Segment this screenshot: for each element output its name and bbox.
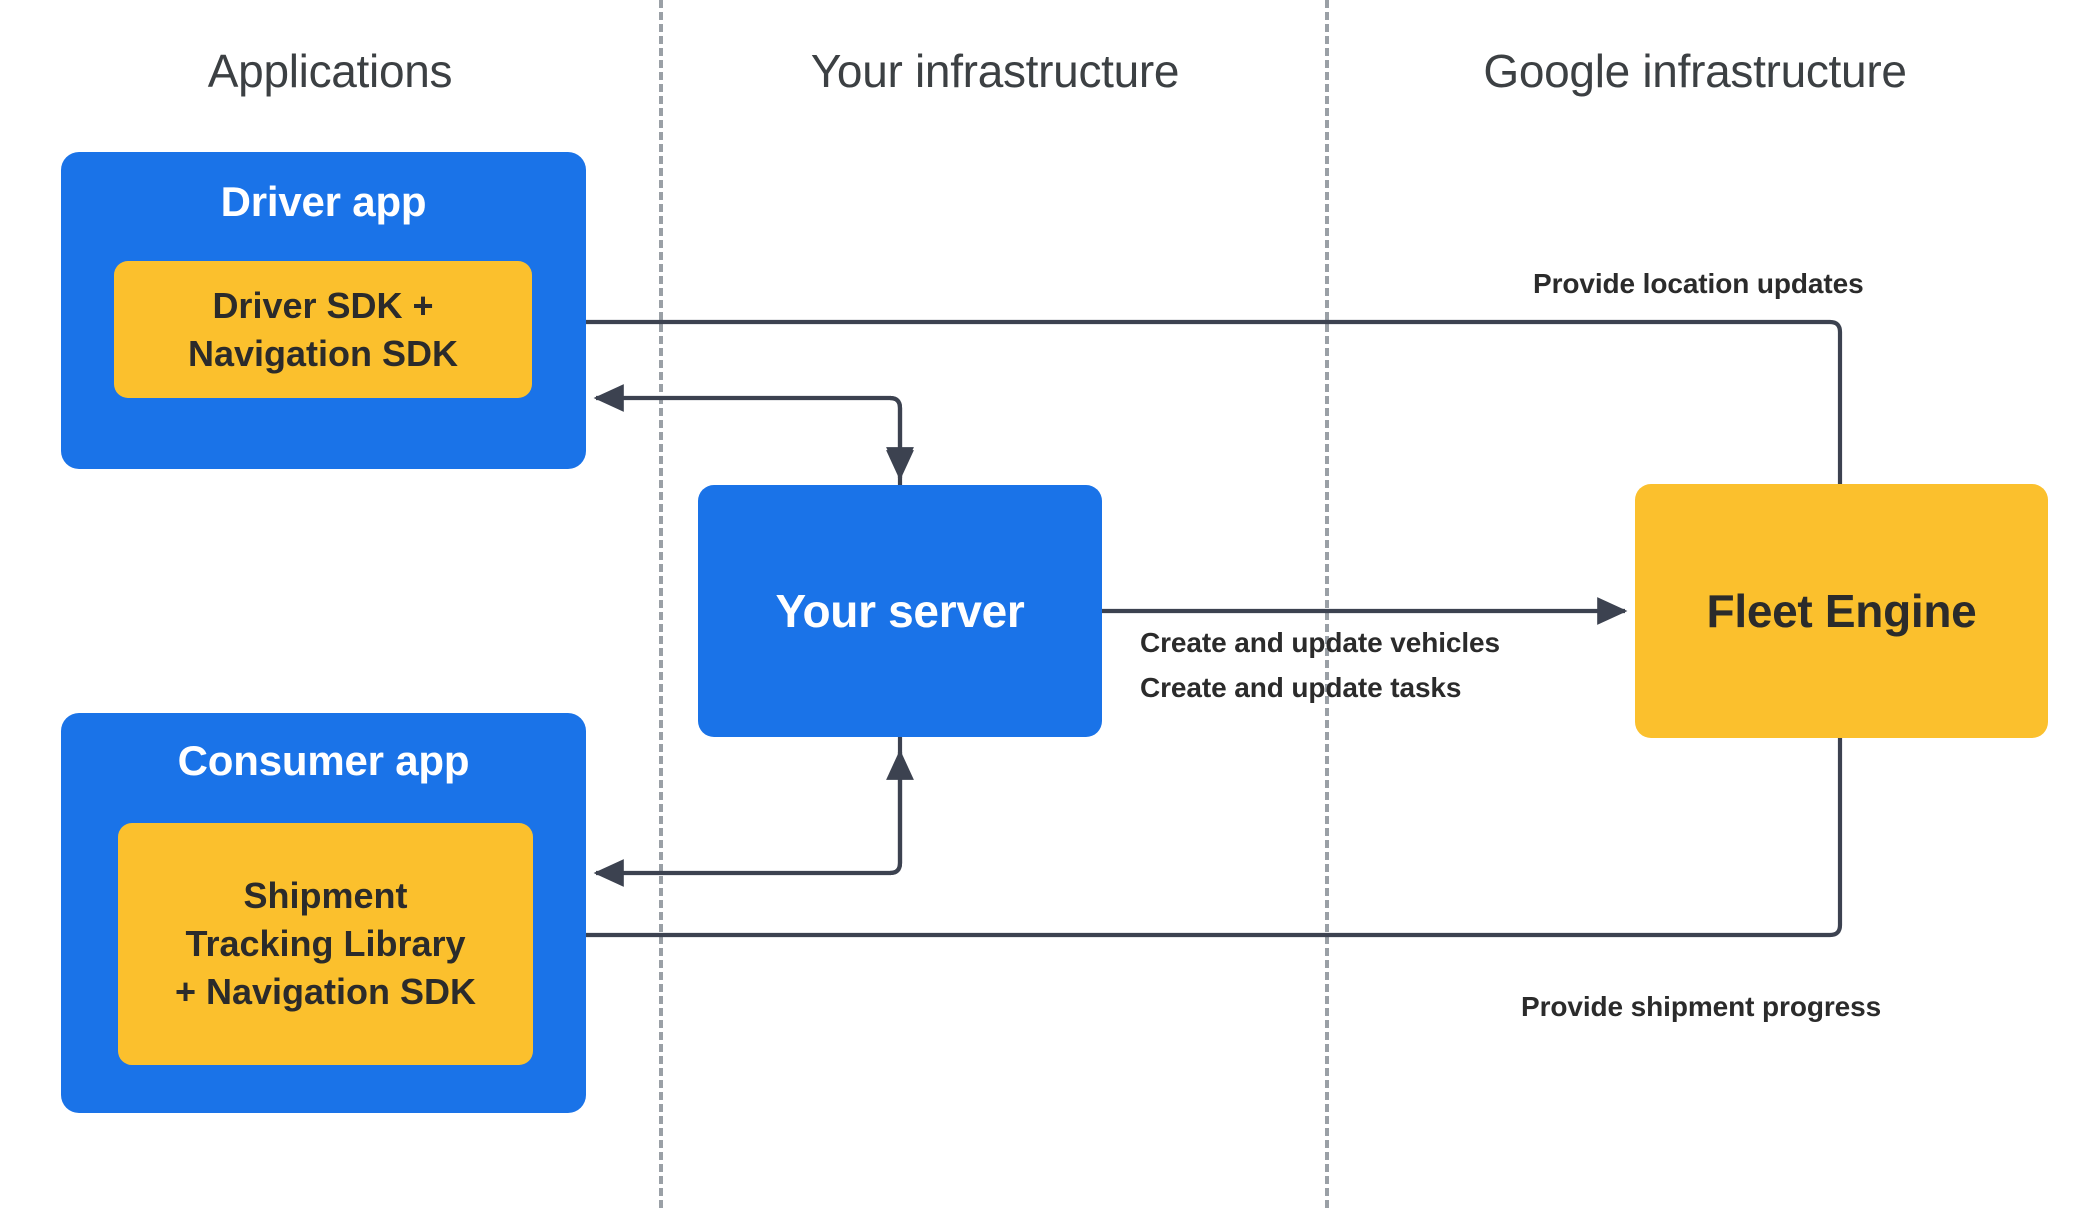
node-consumer-sdk-line-3: + Navigation SDK	[174, 971, 477, 1013]
edge-label-create-and-update-vehicles: Create and update vehicles	[1140, 627, 1500, 658]
arrow-your-server-to-driver-app	[593, 384, 903, 485]
node-driver-sdk[interactable]: Driver SDK + Navigation SDK	[114, 261, 532, 398]
node-driver-sdk-label: Driver SDK + Navigation SDK	[188, 282, 458, 377]
arrow-fleet-engine-to-consumer-sdk	[553, 738, 1843, 949]
column-title-your-infrastructure: Your infrastructure	[810, 45, 1180, 97]
node-consumer-sdk-label: Shipment Tracking Library + Navigation S…	[175, 872, 476, 1017]
arrow-fleet-engine-to-driver-sdk	[553, 308, 1843, 484]
arrow-driver-app-down-to-your-server	[596, 398, 900, 478]
edge-label-provide-location-updates: Provide location updates	[1533, 268, 1864, 299]
node-consumer-sdk-line-1: Shipment	[243, 874, 408, 916]
edge-label-provide-shipment-progress: Provide shipment progress	[1521, 991, 1882, 1022]
node-fleet-engine-label: Fleet Engine	[1706, 585, 1977, 637]
node-driver-sdk-line-1: Driver SDK +	[212, 284, 434, 326]
column-title-google-infrastructure: Google infrastructure	[1483, 45, 1907, 97]
node-consumer-sdk[interactable]: Shipment Tracking Library + Navigation S…	[118, 823, 533, 1065]
node-your-server-label: Your server	[775, 585, 1025, 637]
column-divider-right	[1325, 0, 1329, 1208]
node-consumer-sdk-line-2: Tracking Library	[185, 922, 466, 964]
node-driver-app-title: Driver app	[220, 178, 427, 225]
arrow-your-server-to-consumer-sdk	[593, 737, 903, 887]
arrow-driver-app-to-your-server	[886, 447, 914, 478]
node-consumer-app-title: Consumer app	[177, 737, 470, 784]
node-fleet-engine[interactable]: Fleet Engine	[1635, 484, 2048, 738]
column-divider-left	[659, 0, 663, 1208]
node-driver-sdk-line-2: Navigation SDK	[187, 332, 459, 374]
arrow-driver-to-server-down	[886, 395, 914, 481]
column-title-applications: Applications	[207, 45, 453, 97]
edge-label-create-and-update-tasks: Create and update tasks	[1140, 672, 1462, 703]
arrow-consumer-to-server-up	[886, 749, 914, 876]
arrow-consumer-app-to-your-server	[586, 747, 900, 873]
node-your-server[interactable]: Your server	[698, 485, 1102, 737]
